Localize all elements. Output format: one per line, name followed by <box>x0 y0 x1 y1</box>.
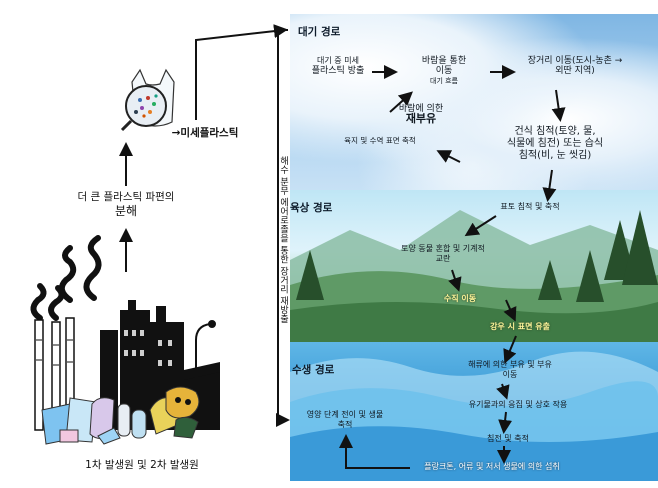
arrow-current-to-organic <box>496 383 510 400</box>
deposition-line-1: 건식 침적(토양, 물, <box>514 126 596 137</box>
arrow-deposition-to-landwater <box>436 150 461 163</box>
air-pathway-title: 대기 경로 <box>298 26 341 38</box>
arrow-mixing-to-vertical <box>448 269 462 292</box>
microplastic-label: →미세플라스틱 <box>171 127 239 139</box>
breakdown-line-1: 더 큰 플라스틱 파편의 <box>77 191 175 203</box>
arrow-topsoil-to-mixing <box>464 215 497 237</box>
arrow-ingestion-to-trophic <box>339 434 410 469</box>
current-line-1: 해류에 의한 부유 및 부유 <box>468 360 552 369</box>
trophic-line-2: 축적 <box>337 420 353 429</box>
trophic-line-1: 영양 단계 전이 및 생물 <box>306 410 384 419</box>
street-lamp-icon <box>195 320 216 420</box>
vertical-migration-label: 수직 이동 <box>443 294 477 303</box>
arrow-side-bracket <box>276 29 290 427</box>
current-transport-label: 해류에 의한 부유 및 부유 이동 <box>444 360 576 380</box>
soil-mixing-label: 토양 동물 혼합 및 기계적 교란 <box>380 244 506 264</box>
water-pathway-panel: 수생 경로 <box>290 342 658 481</box>
long-range-label: 장거리 이동(도시-농촌 → 외딴 지역) <box>516 56 634 76</box>
deposition-line-3: 침적(비, 눈 씻김) <box>518 150 592 161</box>
pine-tree-icon <box>296 210 658 302</box>
resuspension-label: 바람에 의한 재부유 <box>386 104 456 124</box>
arrow-runoff-to-current <box>503 335 517 364</box>
plastic-waste-icon <box>41 386 200 445</box>
long-range-line-2: 외딴 지역) <box>555 66 595 76</box>
ingestion-label: 플랑크톤, 어류 및 저서 생물에 의한 섭취 <box>424 462 560 471</box>
wind-line-3: 대기 흐름 <box>430 77 458 85</box>
resuspension-line-1: 바람에 의한 <box>398 104 444 114</box>
organic-interaction-label: 유기물과의 응집 및 상호 작용 <box>468 400 568 409</box>
air-emission-line-2: 플라스틱 방출 <box>311 66 365 76</box>
arrow-microplastic-to-air <box>195 24 288 120</box>
arrow-vertical-to-runoff <box>503 299 517 322</box>
magnifier-icon <box>120 85 167 132</box>
air-pathway-panel: 대기 경로 <box>290 14 658 190</box>
breakdown-label: 더 큰 플라스틱 파편의 분해 <box>40 190 212 218</box>
land-pathway-panel: 육상 경로 <box>290 190 658 342</box>
arrow-deposition-to-topsoil <box>542 169 557 202</box>
land-pathway-title: 육상 경로 <box>290 202 333 214</box>
topsoil-label: 표토 침적 및 축적 <box>500 202 560 211</box>
water-waves <box>290 351 658 481</box>
trophic-transfer-label: 영양 단계 전이 및 생물 축적 <box>290 410 400 430</box>
wind-transport-label: 바람을 통한 이동 대기 흐름 <box>404 56 484 86</box>
wind-line-2: 이동 <box>435 66 453 76</box>
resuspension-line-2: 재부유 <box>405 112 437 125</box>
water-pathway-title: 수생 경로 <box>292 364 335 376</box>
vertical-reemission-label: 해수 분무 에어로졸을 통한 장거리 재방출 <box>278 156 288 324</box>
deposition-line-2: 식물에 침전) 또는 습식 <box>506 138 604 149</box>
air-emission-label: 대기 중 미세 플라스틱 방출 <box>296 56 380 76</box>
deposition-label: 건식 침적(토양, 물, 식물에 침전) 또는 습식 침적(비, 눈 씻김) <box>494 126 616 162</box>
smoke-plume-icon <box>30 235 102 321</box>
soil-mixing-line-2: 교란 <box>435 254 451 263</box>
arrow-resuspension-to-wind <box>389 91 413 113</box>
breakdown-line-2: 분해 <box>114 204 138 218</box>
land-water-accumulation-label: 육지 및 수역 표면 축적 <box>344 136 416 145</box>
arrow-longrange-to-deposition <box>551 89 566 122</box>
surface-runoff-label: 강우 시 표면 유출 <box>490 322 550 331</box>
sedimentation-label: 침전 및 축적 <box>487 434 529 443</box>
source-label: 1차 발생원 및 2차 발생원 <box>85 459 199 471</box>
air-emission-line-1: 대기 중 미세 <box>317 56 359 65</box>
soil-mixing-line-1: 토양 동물 혼합 및 기계적 <box>401 244 485 253</box>
land-scenery <box>290 210 658 342</box>
arrow-organic-to-sediment <box>498 411 513 434</box>
wind-line-1: 바람을 통한 <box>421 56 467 66</box>
long-range-line-1: 장거리 이동(도시-농촌 → <box>527 56 623 66</box>
current-line-2: 이동 <box>502 370 518 379</box>
